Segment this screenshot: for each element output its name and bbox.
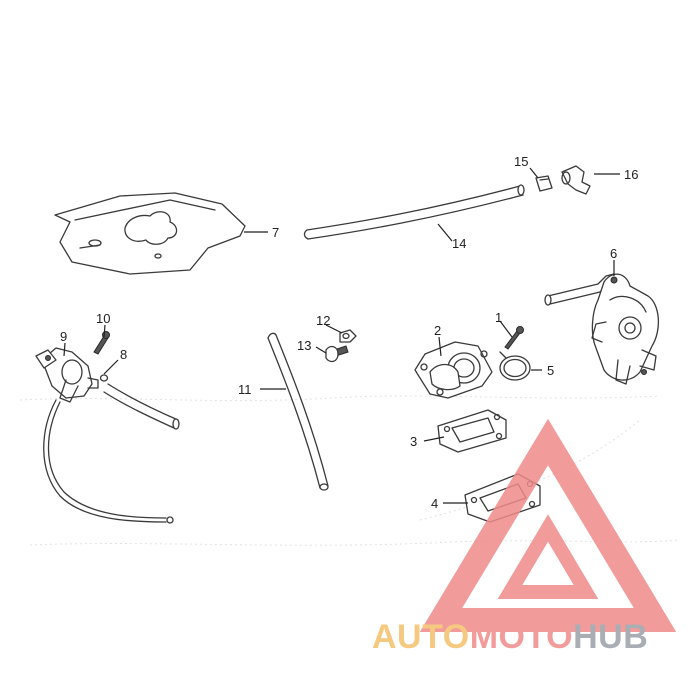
part-14-hose [303,184,525,240]
watermark-text: AUTOMOTOHUB [372,618,648,656]
watermark-moto: MOTO [470,618,573,656]
watermark-triangle-inner [497,514,599,599]
callout-9: 9 [60,329,67,344]
callout-4: 4 [431,496,438,511]
part-5-clamp [499,351,531,381]
leader-lines [63,167,620,504]
part-9-fuel-tap [35,347,99,403]
callout-10: 10 [96,311,110,326]
part-6-carburetor [544,273,659,385]
callout-2: 2 [434,323,441,338]
part-2-intake-manifold [414,341,493,399]
part-3-gasket [437,409,507,453]
part-12-nut [339,329,357,343]
watermark-logo: AUTOMOTOHUB [372,418,677,656]
watermark-auto: AUTO [372,618,470,656]
callout-6: 6 [610,246,617,261]
part-15-clip [535,175,553,192]
callout-15: 15 [514,154,528,169]
callout-11: 11 [238,382,252,397]
part-16-fitting [561,165,591,195]
watermark-hub: HUB [573,618,648,656]
part-11-hose [267,332,329,491]
callout-labels: 1 2 3 4 5 6 7 8 9 10 11 12 13 14 15 16 [60,154,638,511]
background-outline [19,395,681,546]
callout-3: 3 [410,434,417,449]
part-13-bolt [325,345,349,363]
callout-13: 13 [297,338,311,353]
callout-12: 12 [316,313,330,328]
part-1-screw [504,326,524,350]
callout-8: 8 [120,347,127,362]
watermark-triangle-outer [419,418,677,632]
part-7-plate [54,192,246,275]
callout-5: 5 [547,363,554,378]
part-10-screw [93,331,110,355]
callout-14: 14 [452,236,466,251]
part-8-washer [99,374,109,382]
fuel-line [43,399,174,524]
short-hose [103,383,180,430]
callout-7: 7 [272,225,279,240]
callout-1: 1 [495,310,502,325]
callout-16: 16 [624,167,638,182]
